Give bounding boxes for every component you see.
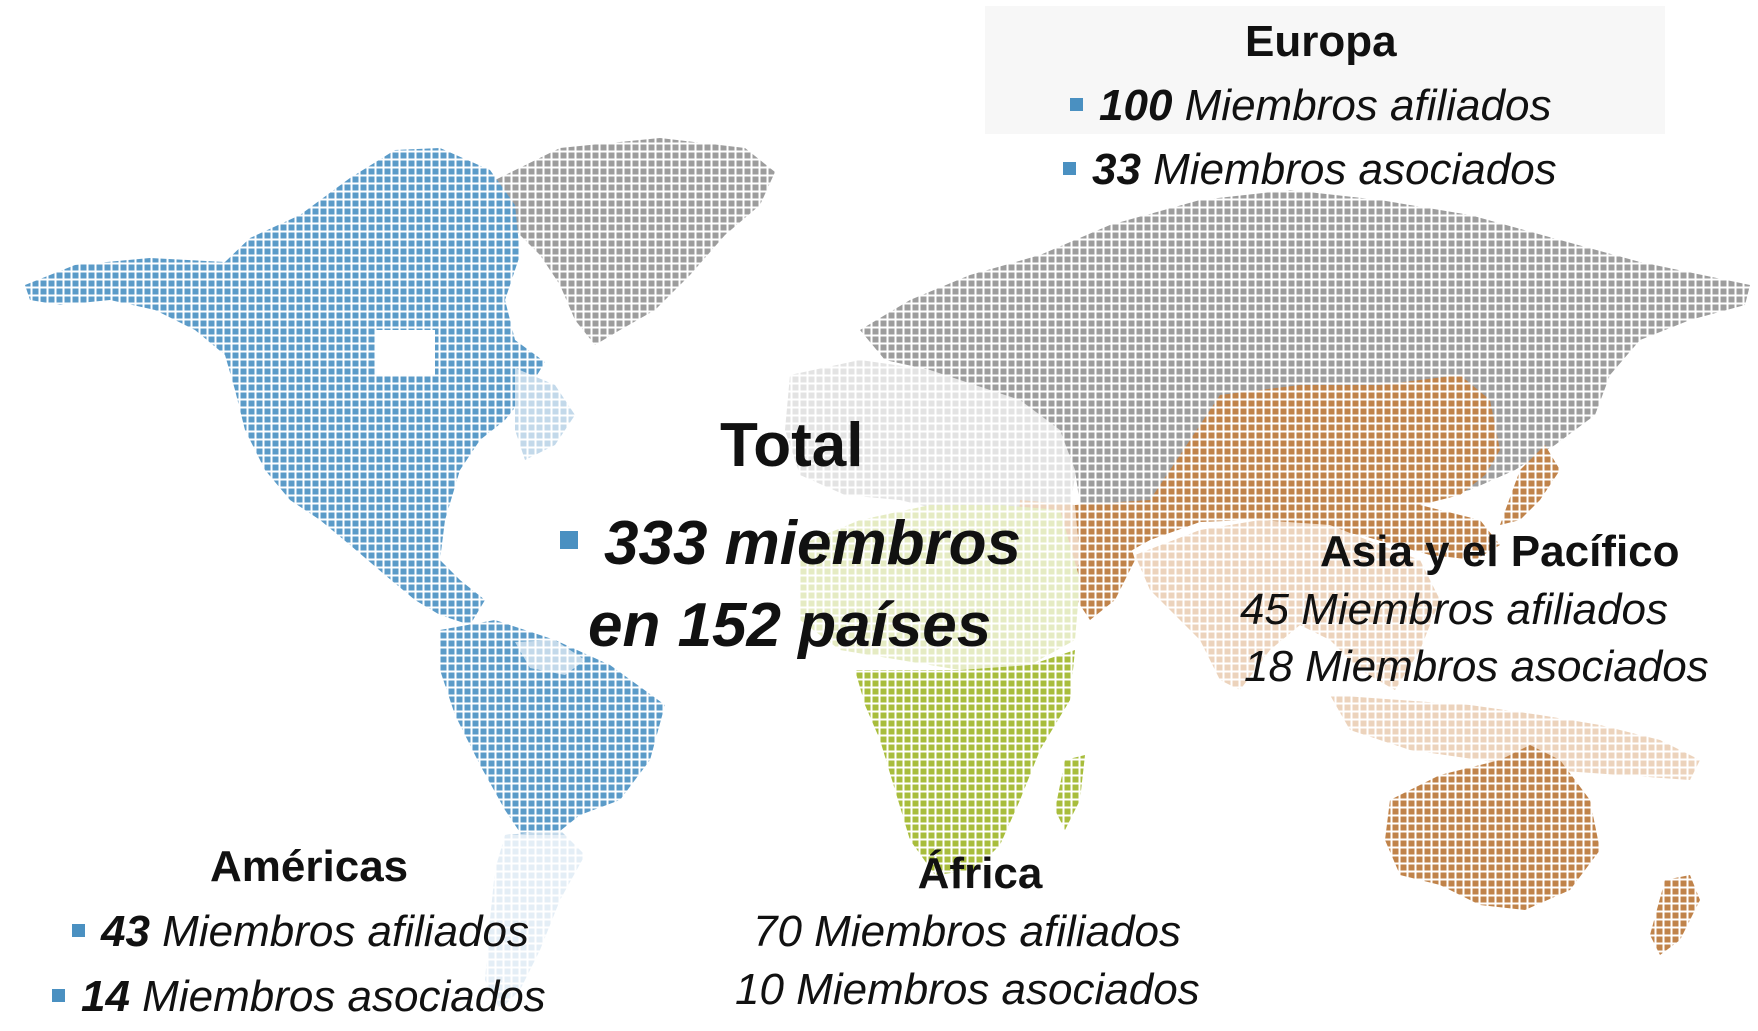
hudson-bay-gap xyxy=(375,330,435,375)
americas-affiliated-label: Miembros afiliados xyxy=(149,907,529,956)
africa-title: África xyxy=(917,849,1043,898)
europa-associated-bullet xyxy=(1063,161,1076,175)
americas-title: Américas xyxy=(210,842,409,891)
asia-affiliated-line: 45 Miembros afiliados xyxy=(1240,585,1668,634)
europa-associated-label: Miembros asociados xyxy=(1140,145,1557,194)
americas-associated-count: 14 xyxy=(81,972,130,1021)
americas-affiliated-bullet xyxy=(72,923,85,937)
greenland-region xyxy=(485,138,775,345)
africa-affiliated-line: 70 Miembros afiliados xyxy=(753,907,1181,956)
europe-light-region xyxy=(785,360,1080,520)
sub-saharan-africa-region xyxy=(855,650,1075,875)
africa-panel: África 70 Miembros afiliados 10 Miembros… xyxy=(725,852,1235,1022)
northern-eurasia-region xyxy=(860,190,1750,505)
africa-associated-line: 10 Miembros asociados xyxy=(735,965,1200,1014)
americas-panel: Américas 43 Miembros afiliados 14 Miembr… xyxy=(0,835,640,1031)
americas-affiliated-count: 43 xyxy=(101,907,150,956)
east-asia-region xyxy=(1070,375,1500,575)
total-bullet xyxy=(560,530,578,549)
asia-panel: Asia y el Pacífico 45 Miembros afiliados… xyxy=(1240,530,1755,700)
americas-affiliated-line: 43 Miembros afiliados xyxy=(72,910,529,954)
americas-associated-label: Miembros asociados xyxy=(129,972,546,1021)
brazil-east-light-region xyxy=(515,640,585,675)
total-title: Total xyxy=(720,411,864,480)
americas-associated-line: 14 Miembros asociados xyxy=(52,975,546,1019)
middle-east-region xyxy=(1070,510,1135,620)
asia-associated-line: 18 Miembros asociados xyxy=(1244,642,1709,691)
japan-region xyxy=(1500,445,1560,525)
europa-associated-line: 33 Miembros asociados xyxy=(1063,148,1557,192)
new-zealand-region xyxy=(1650,875,1700,955)
north-america-region xyxy=(25,148,545,625)
europa-title: Europa xyxy=(1245,17,1397,66)
south-america-region xyxy=(440,620,665,840)
maritime-southeast-asia-region xyxy=(1330,695,1700,780)
europa-affiliated-count: 100 xyxy=(1099,81,1173,130)
europa-panel: Europa 100 Miembros afiliados 33 Miembro… xyxy=(985,6,1665,192)
total-members-text: 333 miembros xyxy=(604,509,1021,578)
australia-region xyxy=(1385,745,1600,910)
north-atlantic-light-region xyxy=(515,368,575,460)
americas-associated-bullet xyxy=(52,988,65,1002)
europa-associated-count: 33 xyxy=(1092,145,1141,194)
south-asia-light-region xyxy=(1135,520,1440,690)
europa-affiliated-bullet xyxy=(1070,97,1083,111)
asia-title: Asia y el Pacífico xyxy=(1320,527,1680,576)
madagascar-region xyxy=(1055,755,1085,830)
europa-affiliated-line: 100 Miembros afiliados xyxy=(1070,84,1551,128)
north-africa-light-region xyxy=(800,505,1080,670)
total-members-line: 333 miembros xyxy=(560,508,1021,579)
europa-affiliated-label: Miembros afiliados xyxy=(1172,81,1552,130)
total-countries-line: en 152 países xyxy=(588,591,992,660)
